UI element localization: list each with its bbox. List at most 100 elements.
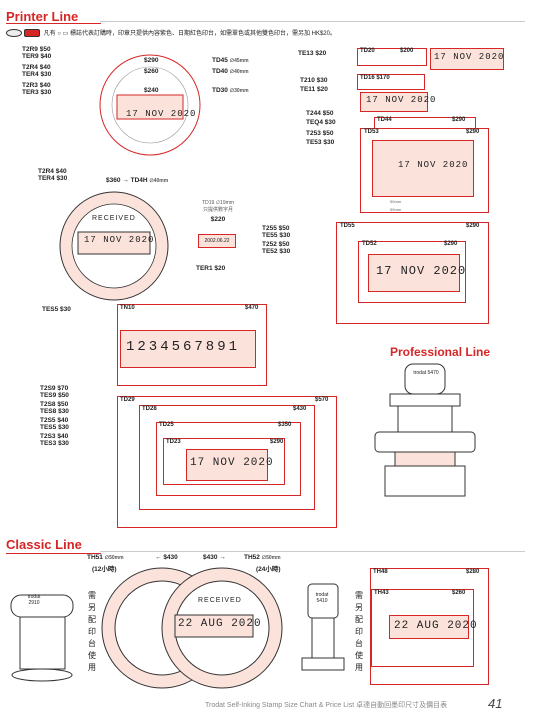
th43-price: $260 <box>452 590 466 596</box>
list-item: T2S8 $50 <box>40 401 69 408</box>
td25-label: TD25 <box>159 422 174 428</box>
td19-price: $220 <box>210 216 226 223</box>
list-item: TER3 $30 <box>22 89 52 96</box>
list-item: T2S5 $40 <box>40 417 69 424</box>
td29-price: $570 <box>315 397 329 403</box>
td16-date-box <box>360 92 428 112</box>
th48-price: $280 <box>466 569 480 575</box>
td52-inner <box>368 254 460 292</box>
td23-date: 17 NOV 2020 <box>190 457 274 469</box>
list-item: TES3 $30 <box>40 440 69 447</box>
td55-group: T255 $50 TE55 $30 T252 $50 TE52 $30 <box>262 225 290 255</box>
classic-stamp-2-model: trodat 5410 <box>315 592 329 604</box>
t244-label: T244 $50 <box>306 110 334 117</box>
round-code-2: TD40 ∅40mm <box>212 68 249 75</box>
list-item: T2S3 $40 <box>40 433 69 440</box>
footer-text: Trodat Self-Inking Stamp Size Chart & Pr… <box>205 702 448 709</box>
list-item: T2R9 $50 <box>22 46 51 53</box>
td23-price: $290 <box>270 439 284 445</box>
td20-date-box <box>430 48 504 70</box>
th52-sub: (24小時) <box>256 566 281 573</box>
page-number: 41 <box>488 696 503 711</box>
tn10-inner <box>120 330 256 368</box>
th51-price: ← $430 <box>155 554 178 561</box>
classic-received: RECEIVED <box>198 597 242 604</box>
round-code-3: TD30 ∅30mm <box>212 87 249 94</box>
td29-label: TD29 <box>120 397 135 403</box>
td20-label: TD20 <box>360 48 375 54</box>
td19-info: TD19 ∅19mm 只提供數字月 $220 <box>198 200 238 223</box>
th52-label: TH52 ∅50mm <box>244 554 281 561</box>
td44-label: TD44 <box>377 117 392 123</box>
td19-sample: 2002.06.22 <box>198 234 236 248</box>
professional-line-title: Professional Line <box>390 345 491 359</box>
td20-price: $200 <box>400 48 414 54</box>
professional-stamp-illustration <box>374 363 476 497</box>
classic-line-rule <box>6 553 101 554</box>
tn10-price: $470 <box>245 305 259 311</box>
ter1-label: TER1 $20 <box>196 265 226 272</box>
printer-left-list: T2R9 $50 TER9 $40 T2R4 $40 TER4 $30 T2R3… <box>22 46 62 96</box>
page-frame-line <box>100 21 525 22</box>
round-date: 17 NOV 2020 <box>126 109 197 119</box>
list-item: T2S9 $70 <box>40 385 69 392</box>
classic-frame-line <box>100 551 525 552</box>
pad-rect-icon <box>24 29 40 38</box>
list-item: T252 $50 <box>262 241 290 248</box>
td52-price: $290 <box>444 241 458 247</box>
classic-wheels <box>101 567 283 689</box>
list-item: TER4 $30 <box>22 71 52 78</box>
received-label: RECEIVED <box>92 215 136 222</box>
td4h-label: $360 → TD4H ∅40mm <box>106 177 169 184</box>
td16-date: 17 NOV 2020 <box>366 95 437 105</box>
t210-label: T210 $30 <box>300 77 328 84</box>
td20-box <box>357 48 427 66</box>
td28-label: TD28 <box>142 406 157 412</box>
td55-label: TD55 <box>340 223 355 229</box>
vertical-note-1: 需另配印台使用 <box>88 591 96 672</box>
classic-stamp-1 <box>10 594 74 682</box>
wheel-date: 17 NOV 2020 <box>84 235 155 245</box>
td52-label: TD52 <box>362 241 377 247</box>
printer-line-rule <box>6 23 101 24</box>
round-code-1: TD45 ∅45mm <box>212 57 249 64</box>
t2r4-group: T2R4 $40 TER4 $30 <box>38 168 67 182</box>
list-item: TES5 $30 <box>40 424 69 431</box>
teq4-label: TEQ4 $30 <box>306 119 336 126</box>
list-item: TE52 $30 <box>262 248 291 255</box>
td25-price: $350 <box>278 422 292 428</box>
classic-stamp-1-model: trodat 2910 <box>27 594 41 606</box>
tn10-label: TN10 <box>120 305 135 311</box>
list-item: T2R4 $40 <box>38 168 67 175</box>
classic-stamp-2 <box>301 583 345 671</box>
td55-price: $290 <box>466 223 480 229</box>
td19-code: TD19 ∅19mm <box>202 200 234 206</box>
td20-date: 17 NOV 2020 <box>434 52 505 62</box>
list-item: TER9 $40 <box>22 53 52 60</box>
t253-label: T253 $50 <box>306 130 334 137</box>
vertical-note-2: 需另配印台使用 <box>355 591 363 672</box>
pad-round-icon <box>6 29 22 38</box>
td16-label: TD16 $170 <box>360 75 390 81</box>
th51-label: TH51 ∅50mm <box>87 554 124 561</box>
tes5-label: TES5 $30 <box>42 306 71 313</box>
td53-dim-w2: 59mm <box>390 207 402 212</box>
td28-price: $430 <box>293 406 307 412</box>
td53-price: $290 <box>466 129 480 135</box>
td23-inner <box>186 449 268 481</box>
classic-date: 22 AUG 2020 <box>178 618 262 630</box>
pro-left-list: T2S9 $70 TES9 $50 T2S8 $50 TES8 $30 T2S5… <box>40 385 69 447</box>
th48-label: TH48 <box>373 569 388 575</box>
td19-note: 只提供數字月 <box>202 207 233 213</box>
td23-label: TD23 <box>166 439 181 445</box>
th52-price: $430 → <box>203 554 226 561</box>
td53-dim-w1: 50mm <box>390 199 402 204</box>
round-stamp-diagram <box>99 54 201 156</box>
list-item: T255 $50 <box>262 225 290 232</box>
tn10-number: 1234567891 <box>126 339 241 355</box>
th51-sub: (12小時) <box>92 566 117 573</box>
note: 凡有 ○ ▭ 標誌代表訂購時，印章只提供內容紫色、日期紅色印台，如需單色或其他雙… <box>6 28 336 38</box>
th43-label: TH43 <box>374 590 389 596</box>
round-price-3: $240 <box>144 87 159 94</box>
th43-inner <box>389 615 469 639</box>
